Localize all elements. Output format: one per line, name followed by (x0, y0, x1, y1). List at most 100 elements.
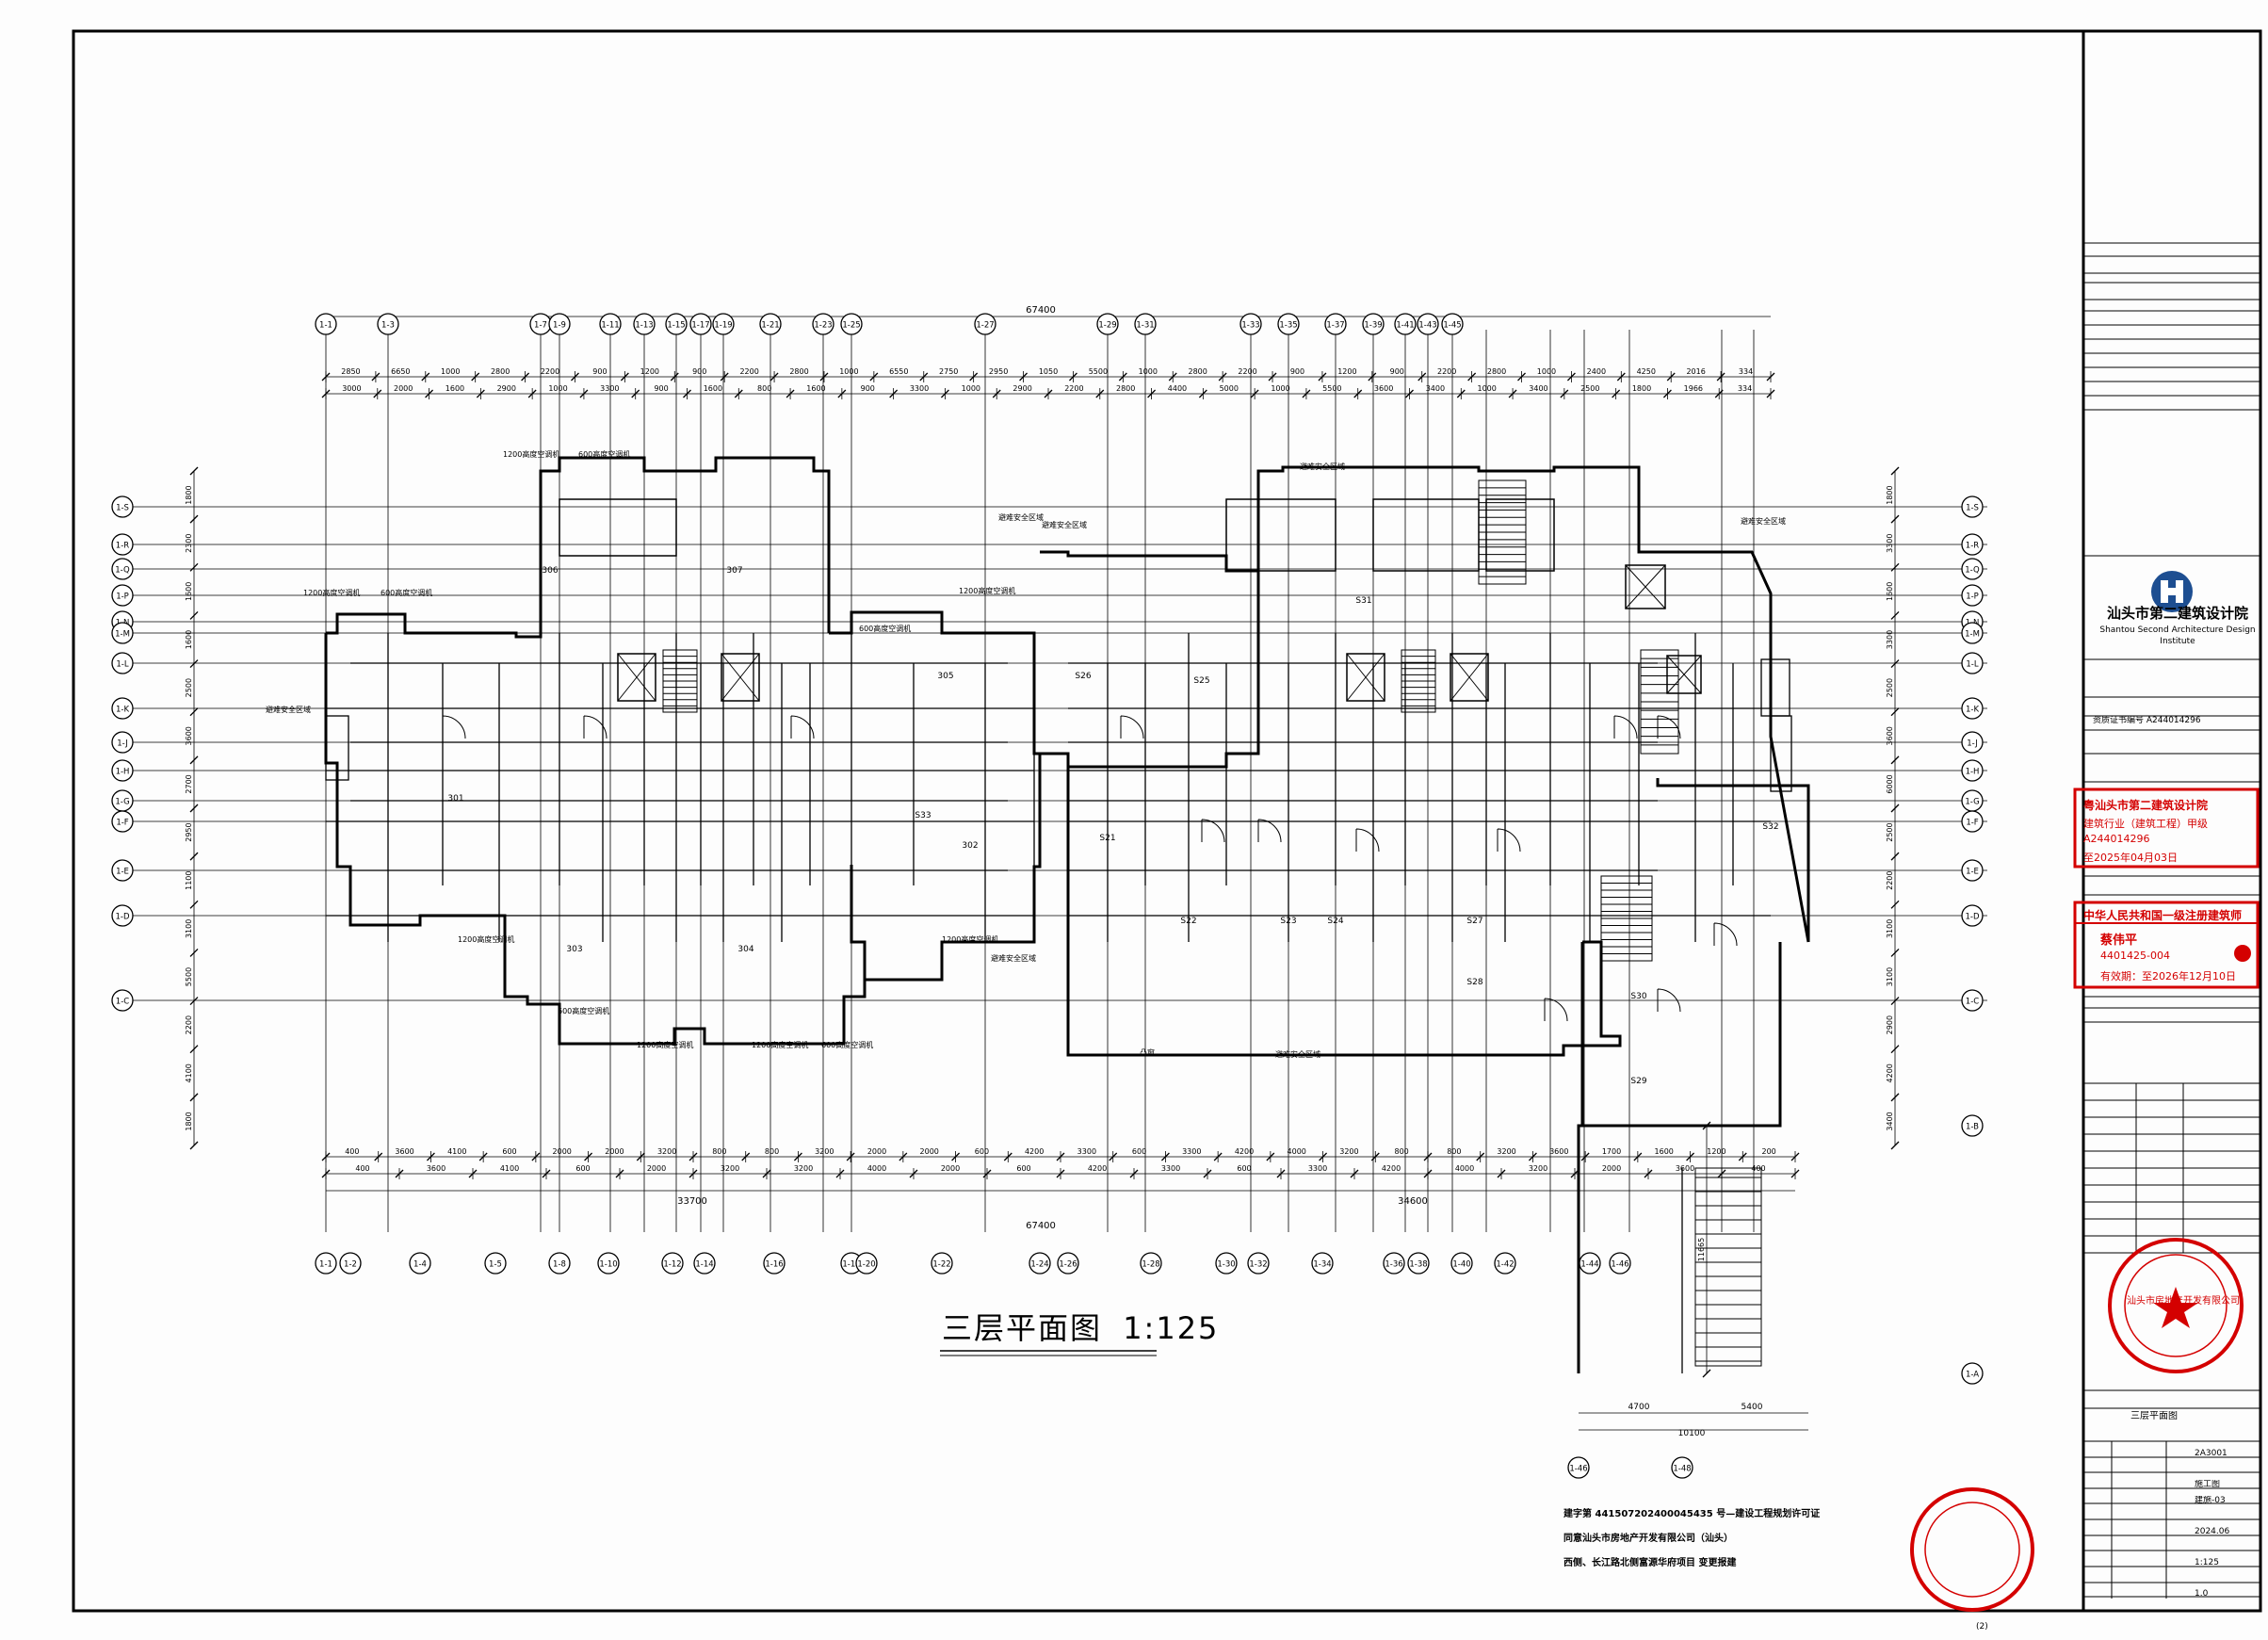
bottom-dim-row2: 600 (1237, 1164, 1251, 1173)
axis-bubble: 1-Q (1961, 558, 1984, 580)
right-dim: 1600 (1886, 582, 1894, 601)
axis-bubble: 1-43 (1417, 313, 1439, 335)
axis-bubble: 1-34 (1311, 1252, 1334, 1275)
plan-annotation: 避难安全区域 (991, 953, 1036, 963)
bottom-dim-row1: 3300 (1182, 1147, 1201, 1156)
qual-stamp-cert: 粤汕头市第二建筑设计院 (2083, 799, 2209, 812)
axis-bubble: 1-10 (597, 1252, 620, 1275)
drawing-title-scale: 1:125 (1123, 1310, 1220, 1346)
axis-bubble: 1-23 (812, 313, 834, 335)
plan-annotation: 避难安全区域 (1741, 516, 1786, 526)
bottom-dim-row1: 600 (1132, 1147, 1146, 1156)
axis-bubble: 1-24 (1029, 1252, 1051, 1275)
svg-text:1-D: 1-D (115, 913, 129, 922)
left-dim: 3100 (185, 919, 193, 938)
qualification-stamp (2073, 788, 2260, 869)
svg-text:1-Q: 1-Q (115, 566, 130, 576)
svg-text:1-E: 1-E (116, 868, 129, 877)
top-dim-row2: 1000 (1271, 384, 1289, 393)
bottom-dim-row2: 3300 (1308, 1164, 1327, 1173)
axis-bubble: 1-42 (1494, 1252, 1516, 1275)
top-dim-row1: 334 (1739, 367, 1753, 376)
bottom-dim-row2: 400 (355, 1164, 369, 1173)
room-label: S25 (1193, 676, 1209, 686)
bottom-dim-row1: 600 (502, 1147, 516, 1156)
top-dim-row2: 3300 (910, 384, 929, 393)
right-dim: 3300 (1886, 630, 1894, 649)
top-dim-row1: 2400 (1587, 367, 1606, 376)
axis-bubble: 1-15 (665, 313, 688, 335)
room-label: 307 (726, 566, 742, 576)
axis-bubble: 1-G (1961, 789, 1984, 812)
svg-text:1-L: 1-L (116, 660, 128, 670)
approval-seal (1910, 1487, 2034, 1612)
svg-text:1-23: 1-23 (814, 321, 832, 331)
bottom-dim-row1: 3200 (815, 1147, 834, 1156)
room-label: S21 (1099, 834, 1115, 843)
left-dim: 4100 (185, 1064, 193, 1082)
plan-annotation: 1200高度空调机 (942, 934, 998, 944)
top-dim-row2: 1600 (806, 384, 825, 393)
top-dim-row2: 2800 (1116, 384, 1135, 393)
plan-annotation: 1200高度空调机 (303, 588, 360, 597)
svg-text:1-10: 1-10 (599, 1260, 617, 1270)
top-dim-row1: 6650 (391, 367, 410, 376)
svg-text:1-12: 1-12 (663, 1260, 681, 1270)
axis-bubble: 1-44 (1579, 1252, 1601, 1275)
axis-bubble: 1-3 (377, 313, 399, 335)
svg-text:1-P: 1-P (1966, 593, 1979, 602)
bottom-dim-row2: 4000 (1455, 1164, 1474, 1173)
top-dim-row1: 6550 (889, 367, 908, 376)
svg-text:1-4: 1-4 (413, 1260, 427, 1270)
svg-text:1-34: 1-34 (1313, 1260, 1331, 1270)
top-dim-row2: 2200 (1064, 384, 1083, 393)
axis-bubble: 1-21 (759, 313, 782, 335)
svg-text:1-26: 1-26 (1059, 1260, 1077, 1270)
bottom-overall-dim: 67400 (1026, 1221, 1056, 1231)
top-dim-row1: 1050 (1039, 367, 1058, 376)
room-label: 303 (566, 945, 582, 954)
left-dim: 1600 (185, 582, 193, 601)
top-dim-row2: 4400 (1168, 384, 1187, 393)
plan-annotation: 600高度空调机 (558, 1006, 609, 1015)
axis-bubble: 1-26 (1057, 1252, 1079, 1275)
room-label: S30 (1630, 992, 1646, 1001)
bottom-total-right: 34600 (1398, 1196, 1428, 1207)
tb-sheet-no: 建施-03 (2195, 1496, 2226, 1505)
axis-bubble: 1-C (111, 989, 134, 1012)
axis-bubble: 1-1 (315, 313, 337, 335)
left-dim: 1800 (185, 485, 193, 504)
axis-bubble: 1-P (111, 584, 134, 607)
bottom-dim-row2: 4100 (500, 1164, 519, 1173)
top-dim-row1: 900 (692, 367, 706, 376)
plan-annotation: 避难安全区域 (1042, 520, 1087, 529)
axis-bubble: 1-25 (840, 313, 863, 335)
room-label: S31 (1355, 596, 1371, 606)
svg-text:1-44: 1-44 (1580, 1260, 1598, 1270)
bottom-dim-row2: 2000 (1602, 1164, 1621, 1173)
plan-annotation: 1200高度空调机 (752, 1040, 808, 1049)
bottom-dim-row1: 400 (345, 1147, 359, 1156)
top-dim-row1: 1000 (441, 367, 460, 376)
bottom-dim-row1: 800 (712, 1147, 726, 1156)
top-dim-row2: 900 (861, 384, 875, 393)
plan-annotation: 避难安全区域 (266, 705, 311, 714)
axis-bubble: 1-16 (763, 1252, 786, 1275)
top-dim-row2: 2900 (497, 384, 516, 393)
top-dim-row1: 2800 (1189, 367, 1207, 376)
top-dim-row1: 900 (1290, 367, 1304, 376)
axis-bubble: 1-20 (855, 1252, 878, 1275)
company-seal (2108, 1238, 2244, 1373)
svg-text:1-13: 1-13 (635, 321, 653, 331)
svg-text:1-H: 1-H (116, 768, 130, 777)
room-label: S32 (1762, 822, 1778, 832)
axis-bubble: 1-30 (1215, 1252, 1238, 1275)
bottom-dim-row2: 600 (575, 1164, 590, 1173)
axis-bubble: 1-1 (315, 1252, 337, 1275)
bottom-dim-row1: 200 (1762, 1147, 1776, 1156)
top-dim-row2: 1000 (548, 384, 567, 393)
svg-text:1-11: 1-11 (601, 321, 619, 331)
bottom-dim-row1: 4000 (1288, 1147, 1306, 1156)
svg-text:1-35: 1-35 (1279, 321, 1297, 331)
top-dim-row1: 2800 (491, 367, 510, 376)
